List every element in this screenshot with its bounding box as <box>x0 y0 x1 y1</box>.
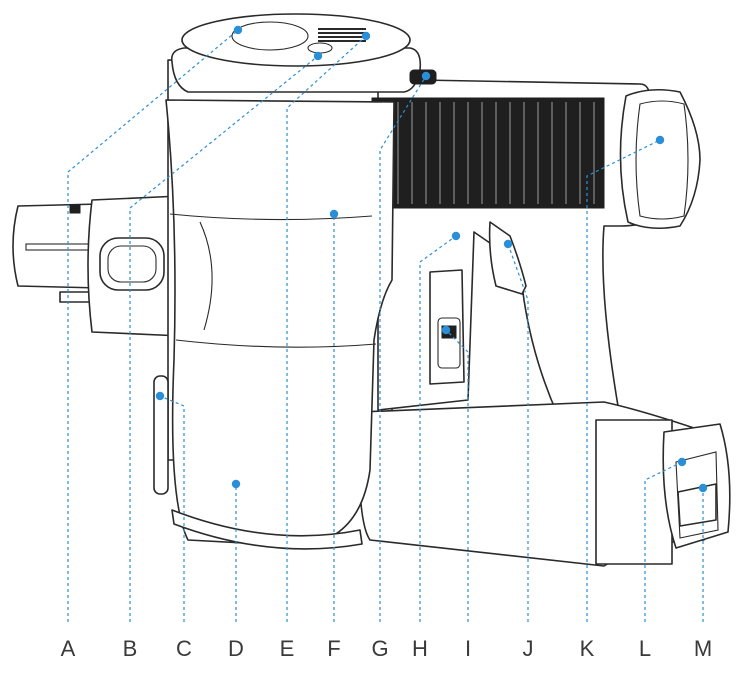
battery-rear <box>595 419 673 565</box>
callout-label-j: J <box>522 636 534 661</box>
nozzle-top-clip <box>69 204 81 214</box>
dust-bin <box>165 99 395 547</box>
callout-label-l: L <box>638 636 652 661</box>
callout-dot-c <box>155 391 165 401</box>
top-lid <box>181 13 411 67</box>
leader-line-j <box>507 243 529 622</box>
rear-cap-inner <box>635 100 689 220</box>
front-nozzle <box>12 203 101 289</box>
leader-line-k <box>586 139 661 622</box>
release-button-inner <box>107 245 157 283</box>
leader-line-l <box>644 461 683 622</box>
callout-dot-g <box>421 71 431 81</box>
bin-band-upper <box>169 213 373 221</box>
control-switch <box>437 317 461 369</box>
callout-label-a: A <box>60 636 76 661</box>
callout-dot-b <box>313 51 323 61</box>
bin-window-side <box>199 221 213 331</box>
leader-line-c <box>159 395 185 622</box>
release-button <box>99 237 165 291</box>
callout-dot-i <box>441 325 451 335</box>
callout-label-k: K <box>579 636 595 661</box>
leader-line-a <box>67 29 239 622</box>
callout-label-h: H <box>412 636 428 661</box>
callout-label-g: G <box>371 636 389 661</box>
callout-dot-k <box>655 135 665 145</box>
callout-label-c: C <box>176 636 192 661</box>
callout-dot-a <box>233 25 243 35</box>
trigger <box>488 221 527 295</box>
rear-cap <box>619 88 701 230</box>
callout-dot-l <box>677 457 687 467</box>
lid-vent-grille <box>318 28 366 42</box>
callout-dot-d <box>231 479 241 489</box>
vacuum-body <box>12 13 731 567</box>
bin-band-middle <box>175 339 377 348</box>
callout-label-b: B <box>122 636 138 661</box>
charge-plate <box>677 483 717 527</box>
callout-label-m: M <box>693 636 713 661</box>
leader-line-b <box>129 55 319 622</box>
callout-label-e: E <box>279 636 295 661</box>
callout-dot-e <box>361 31 371 41</box>
callout-label-i: I <box>464 636 472 661</box>
callout-label-d: D <box>228 636 244 661</box>
charge-housing <box>662 423 731 549</box>
callout-dot-f <box>329 209 339 219</box>
side-clip <box>153 375 169 495</box>
leader-line-h <box>419 235 457 622</box>
leader-line-i <box>445 329 469 622</box>
leader-line-g <box>379 75 427 622</box>
callout-dot-j <box>503 239 513 249</box>
callout-dot-m <box>698 483 708 493</box>
callout-label-f: F <box>327 636 341 661</box>
handle-grip <box>371 97 605 209</box>
lid-disc <box>231 21 309 51</box>
callout-leaders <box>67 25 708 622</box>
callout-dot-h <box>451 231 461 241</box>
